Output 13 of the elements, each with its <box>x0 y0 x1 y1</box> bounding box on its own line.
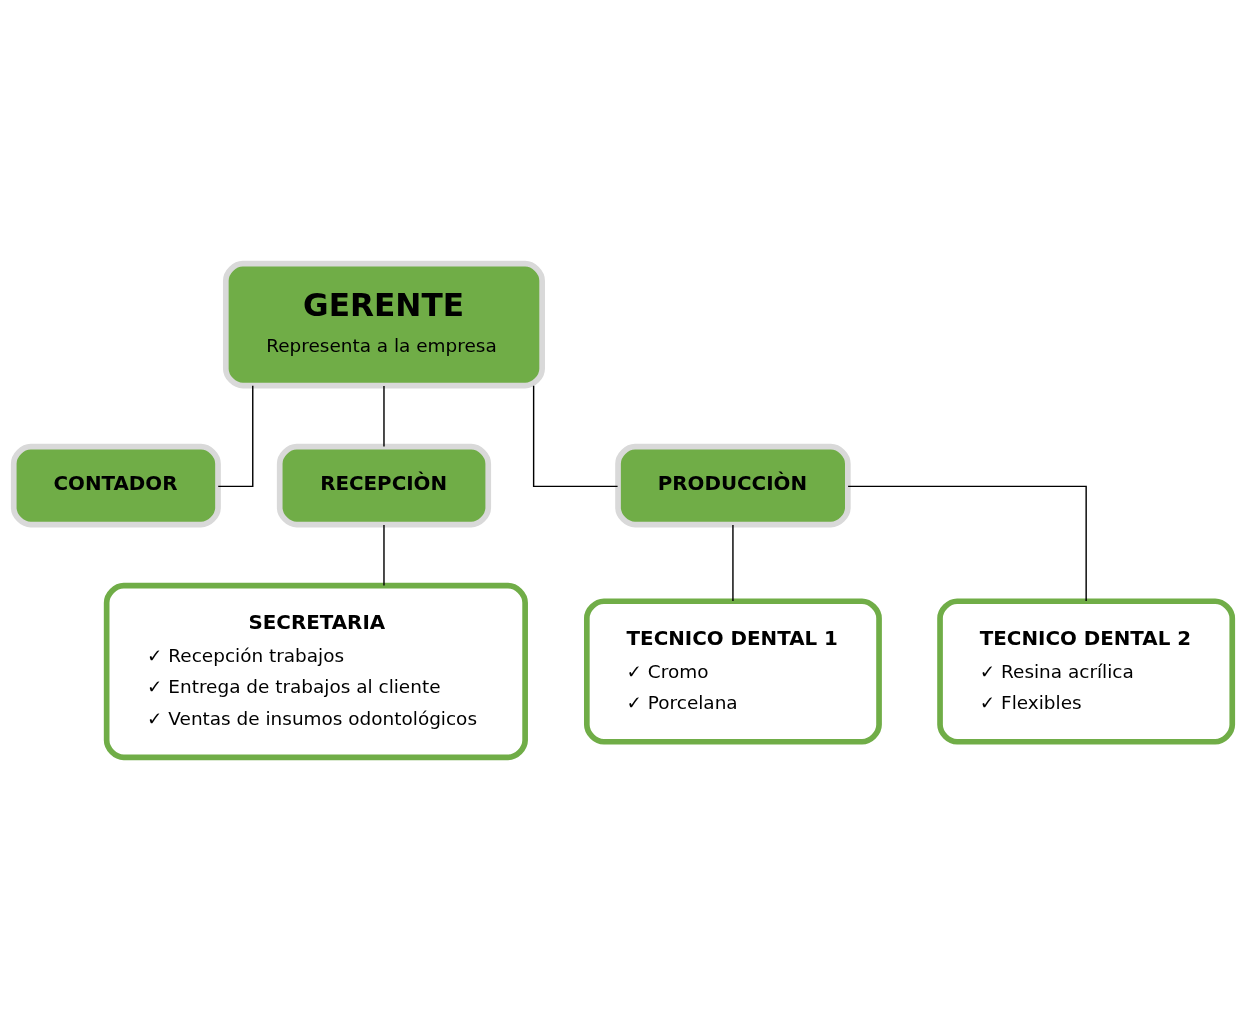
connector <box>532 385 619 488</box>
connector <box>383 524 385 587</box>
node-box: GERENTE Representa a la empresa <box>222 260 545 389</box>
node-box: SECRETARIA ✓ Recepción trabajos ✓ Entrega de trabajos al cliente ✓ Ventas de insumos odontológicos <box>103 582 528 761</box>
node-box: TECNICO DENTAL 1 ✓ Cromo ✓ Porcelana <box>584 598 882 745</box>
connector <box>847 485 1087 602</box>
node-box: RECEPCIÒN <box>276 443 492 528</box>
node-box: TECNICO DENTAL 2 ✓ Resina acrílica ✓ Flexibles <box>937 598 1236 745</box>
connector <box>217 385 254 488</box>
node-box: CONTADOR <box>10 443 221 528</box>
node-box: PRODUCCIÒN <box>615 443 851 528</box>
connector <box>732 524 734 602</box>
connector <box>383 385 385 448</box>
